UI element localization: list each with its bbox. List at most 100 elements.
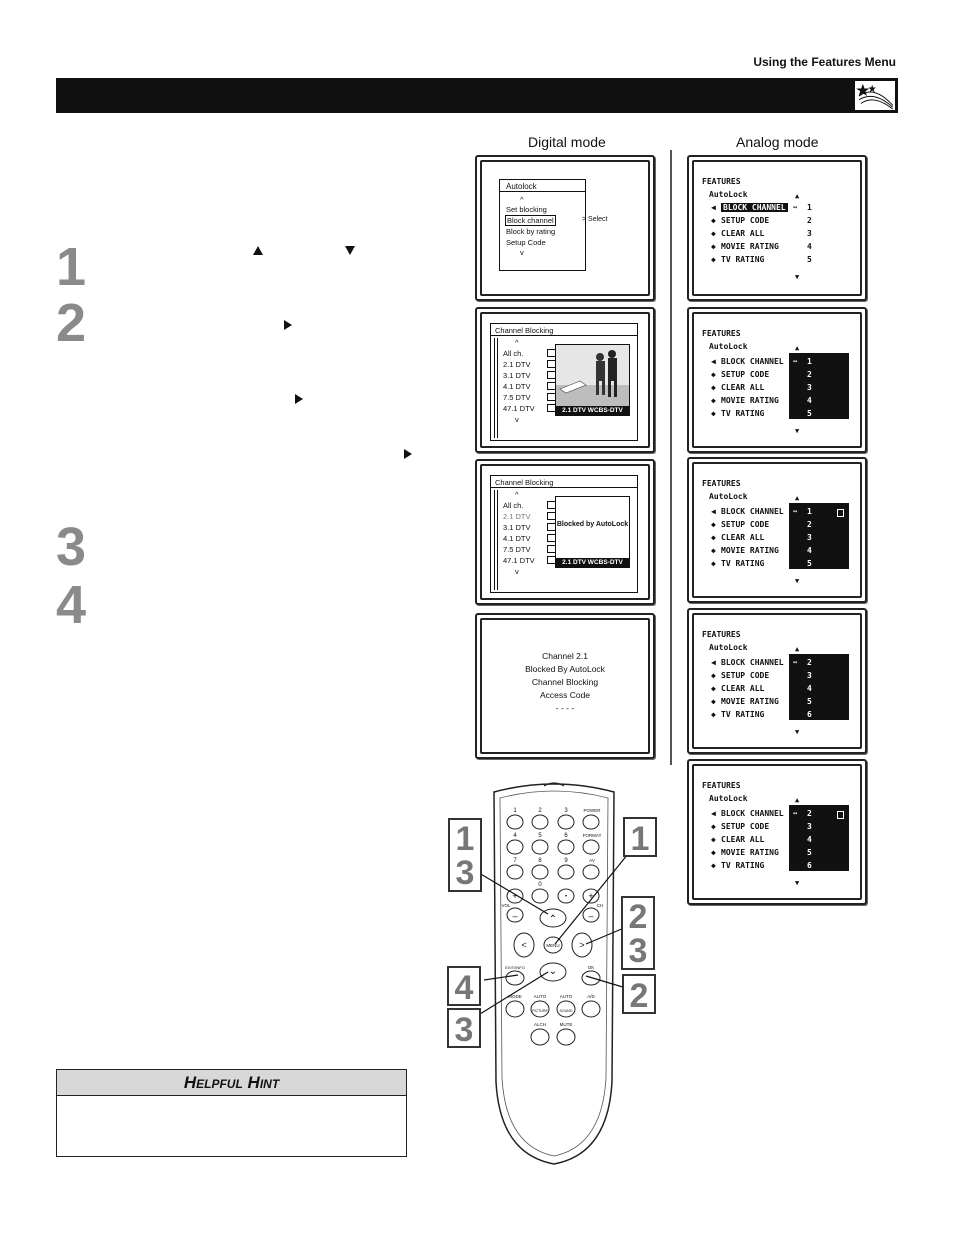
digit-6-button[interactable] <box>557 839 575 855</box>
step-number-4: 4 <box>56 575 87 635</box>
channel-row[interactable]: All ch. <box>503 501 556 510</box>
menu-item-setup-code[interactable]: ◆SETUP CODE <box>711 822 770 831</box>
power-button[interactable] <box>582 814 600 830</box>
format-button[interactable] <box>582 839 600 855</box>
channel-number-list[interactable]: ↔ 2 3 4 5 6 <box>789 805 849 871</box>
digital-blocked-message-screen: Channel 2.1 Blocked By AutoLock Channel … <box>475 613 655 759</box>
digit-0-button[interactable] <box>531 888 549 904</box>
mode-button[interactable] <box>505 1000 525 1018</box>
dot-button[interactable] <box>557 888 575 904</box>
svg-text:A/D: A/D <box>587 994 595 999</box>
av-button[interactable] <box>582 864 600 880</box>
menu-item-set-blocking: Set blocking <box>506 205 547 214</box>
down-button[interactable] <box>539 962 567 982</box>
svg-text:9: 9 <box>564 858 568 864</box>
auto-picture-button[interactable] <box>530 1000 550 1018</box>
vol-down-button[interactable] <box>506 907 524 923</box>
menu-item-movie-rating[interactable]: ◆MOVIE RATING <box>711 546 779 555</box>
digit-1-button[interactable] <box>506 814 524 830</box>
svg-text:OK: OK <box>588 965 595 970</box>
channel-number-list[interactable]: ↔ 1 2 3 4 5 <box>789 503 849 569</box>
analog-features-screen-3: FEATURES AutoLock ▲ ◀BLOCK CHANNEL ◆SETU… <box>687 457 867 603</box>
channel-row[interactable]: 7.5 DTV <box>503 393 556 402</box>
channel-row[interactable]: All ch. <box>503 349 556 358</box>
menu-item-tv-rating[interactable]: ◆TV RATING <box>711 559 765 568</box>
digit-2-button[interactable] <box>531 814 549 830</box>
lock-icon <box>837 509 844 517</box>
mute-button[interactable] <box>556 1028 576 1046</box>
menu-item-setup-code[interactable]: ◆SETUP CODE <box>711 671 770 680</box>
menu-item-setup-code[interactable]: ◆SETUP CODE <box>711 216 770 225</box>
digit-8-button[interactable] <box>531 864 549 880</box>
column-divider <box>670 150 672 765</box>
channel-row[interactable]: 7.5 DTV <box>503 545 556 554</box>
left-button[interactable] <box>513 932 535 958</box>
digit-9-button[interactable] <box>557 864 575 880</box>
digit-3-button[interactable] <box>557 814 575 830</box>
channel-blocking-panel: Channel Blocking ^ All ch. 2.1 DTV 3.1 D… <box>490 323 638 441</box>
svg-text:–: – <box>512 911 517 921</box>
channel-row[interactable]: 47.1 DTV <box>503 404 556 413</box>
menu-item-clear-all[interactable]: ◆CLEAR ALL <box>711 684 765 693</box>
auto-sound-button[interactable] <box>556 1000 576 1018</box>
left-right-arrow-icon: ↔ <box>793 658 798 666</box>
digit-5-button[interactable] <box>531 839 549 855</box>
analog-features-screen-5: FEATURES AutoLock ▲ ◀BLOCK CHANNEL ◆SETU… <box>687 759 867 905</box>
digit-4-button[interactable] <box>506 839 524 855</box>
channel-row[interactable]: 2.1 DTV <box>503 512 556 521</box>
menu-item-block-channel[interactable]: ◀BLOCK CHANNEL <box>711 507 784 516</box>
svg-text:PICTURE: PICTURE <box>532 1009 548 1013</box>
ch-down-button[interactable] <box>582 907 600 923</box>
message-line: Blocked By AutoLock <box>525 664 605 674</box>
channel-row[interactable]: 4.1 DTV <box>503 382 556 391</box>
up-arrow-icon: ▲ <box>795 796 800 804</box>
svg-text:8: 8 <box>538 858 542 864</box>
digit-7-button[interactable] <box>506 864 524 880</box>
analog-mode-label: Analog mode <box>736 134 819 150</box>
svg-text:<: < <box>521 940 526 950</box>
channel-row[interactable]: 3.1 DTV <box>503 371 556 380</box>
callout-leaders <box>473 853 629 1015</box>
menu-item-block-channel[interactable]: ◀BLOCK CHANNEL <box>711 809 784 818</box>
exit-info-button[interactable] <box>505 970 525 986</box>
down-arrow-icon <box>345 246 355 255</box>
access-code-field[interactable]: - - - - <box>555 703 575 713</box>
menu-item-movie-rating[interactable]: ◆MOVIE RATING <box>711 848 779 857</box>
menu-item-tv-rating[interactable]: ◆TV RATING <box>711 710 765 719</box>
svg-text:7: 7 <box>513 858 517 864</box>
menu-item-clear-all[interactable]: ◆CLEAR ALL <box>711 533 765 542</box>
channel-number-list[interactable]: ↔ 1 2 3 4 5 <box>789 353 849 419</box>
channel-number-list[interactable]: ↔ 2 3 4 5 6 <box>789 654 849 720</box>
svg-text:–: – <box>588 911 593 921</box>
menu-item-movie-rating[interactable]: ◆MOVIE RATING <box>711 396 779 405</box>
menu-item-clear-all[interactable]: ◆CLEAR ALL <box>711 835 765 844</box>
menu-item-setup-code[interactable]: ◆SETUP CODE <box>711 370 770 379</box>
menu-item-movie-rating[interactable]: ◆MOVIE RATING <box>711 697 779 706</box>
menu-item-clear-all[interactable]: ◆CLEAR ALL <box>711 383 765 392</box>
menu-item-block-channel[interactable]: ◀BLOCK CHANNEL <box>711 658 784 667</box>
ad-button[interactable] <box>581 1000 601 1018</box>
menu-item-block-channel[interactable]: ◀BLOCK CHANNEL <box>711 357 784 366</box>
channel-row[interactable]: 3.1 DTV <box>503 523 556 532</box>
menu-item-tv-rating[interactable]: ◆TV RATING <box>711 409 765 418</box>
menu-item-movie-rating[interactable]: ◆MOVIE RATING <box>711 242 779 251</box>
svg-text:VOL: VOL <box>501 903 511 908</box>
channel-row[interactable]: 4.1 DTV <box>503 534 556 543</box>
alch-button[interactable] <box>530 1028 550 1046</box>
menu-item-clear-all[interactable]: ◆CLEAR ALL <box>711 229 765 238</box>
ch-up-button[interactable] <box>582 888 600 904</box>
right-arrow-icon <box>404 449 412 459</box>
menu-item-block-channel[interactable]: ◀BLOCK CHANNEL <box>711 203 788 212</box>
channel-row[interactable]: 47.1 DTV <box>503 556 556 565</box>
menu-item-setup-code[interactable]: ◆SETUP CODE <box>711 520 770 529</box>
helpful-hint-box: HELPFUL HINT <box>56 1069 407 1157</box>
blocked-message: Blocked by AutoLock <box>556 521 629 528</box>
channel-preview: Blocked by AutoLock 2.1 DTV WCBS-DTV <box>555 496 630 568</box>
channel-row[interactable]: 2.1 DTV <box>503 360 556 369</box>
right-button[interactable] <box>571 932 593 958</box>
menu-item-tv-rating[interactable]: ◆TV RATING <box>711 861 765 870</box>
analog-features-screen-4: FEATURES AutoLock ▲ ◀BLOCK CHANNEL ◆SETU… <box>687 608 867 754</box>
menu-item-tv-rating[interactable]: ◆TV RATING <box>711 255 765 264</box>
